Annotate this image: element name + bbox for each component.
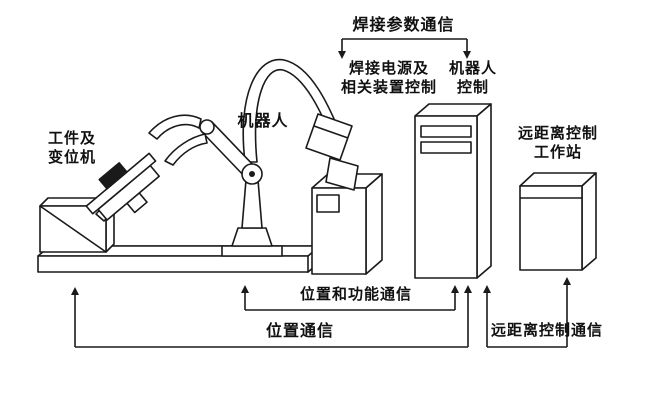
label-workpiece-line2: 变位机: [47, 149, 96, 166]
welding-power-cabinet-illustration: [311, 173, 383, 275]
up-arrow-icon: [241, 285, 249, 293]
position-comm-bracket: [71, 285, 472, 348]
robot-arm-illustration: [148, 58, 344, 257]
down-arrow-icon: [338, 51, 346, 59]
label-remote-workstation-line1: 远距离控制: [517, 126, 598, 142]
position-function-comm-bracket: [241, 285, 459, 311]
label-workpiece-positioner: 工件及 变位机: [33, 130, 111, 168]
label-robot-control-line1: 机器人: [448, 61, 497, 77]
up-arrow-icon: [451, 285, 459, 293]
label-welding-power-control: 焊接电源及 相关装置控制: [330, 60, 448, 98]
label-robot-control-line2: 控制: [456, 79, 489, 96]
label-welding-param-comm: 焊接参数通信: [352, 17, 455, 34]
label-robot: 机器人: [237, 113, 289, 130]
up-arrow-icon: [71, 287, 79, 295]
label-robot-control: 机器人 控制: [441, 60, 505, 98]
wire-feeder-illustration: [305, 113, 359, 191]
remote-workstation-illustration: [519, 172, 597, 271]
up-arrow-icon: [464, 285, 472, 293]
top-comm-bracket: [338, 38, 471, 59]
label-workpiece-line1: 工件及: [47, 131, 96, 147]
up-arrow-icon: [483, 285, 491, 293]
label-welding-power-control-line1: 焊接电源及: [348, 61, 429, 77]
down-arrow-icon: [463, 51, 471, 59]
robot-control-cabinet-illustration: [414, 103, 492, 279]
positioner-illustration: [39, 152, 160, 253]
remote-comm-bracket: [483, 277, 571, 348]
label-welding-power-control-line2: 相关装置控制: [340, 79, 437, 96]
label-remote-comm: 远距离控制通信: [490, 323, 603, 339]
label-remote-workstation-line2: 工作站: [533, 144, 582, 161]
label-position-function-comm: 位置和功能通信: [299, 287, 412, 303]
up-arrow-icon: [563, 277, 571, 285]
label-position-comm: 位置通信: [265, 323, 334, 340]
label-remote-workstation: 远距离控制 工作站: [506, 125, 610, 163]
